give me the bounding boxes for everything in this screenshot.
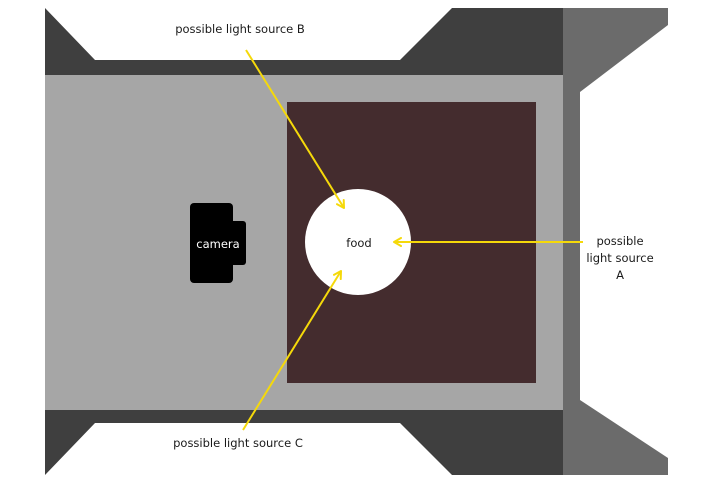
food-plate [305,189,411,295]
light-source-a-label-line1: possible [596,234,643,248]
food-label: food [346,236,371,250]
bottom-wall [45,410,563,475]
camera-icon [190,203,246,283]
light-source-b-label: possible light source B [175,22,305,36]
light-source-c-label: possible light source C [173,436,303,450]
light-source-a-label-line3: A [616,268,624,282]
camera-label: camera [196,237,239,251]
light-source-a-label-line2: light source [586,251,653,265]
top-wall [45,8,563,75]
arrow-light-source-b [245,49,345,209]
arrow-light-source-c [242,270,342,431]
right-wall [563,8,668,475]
